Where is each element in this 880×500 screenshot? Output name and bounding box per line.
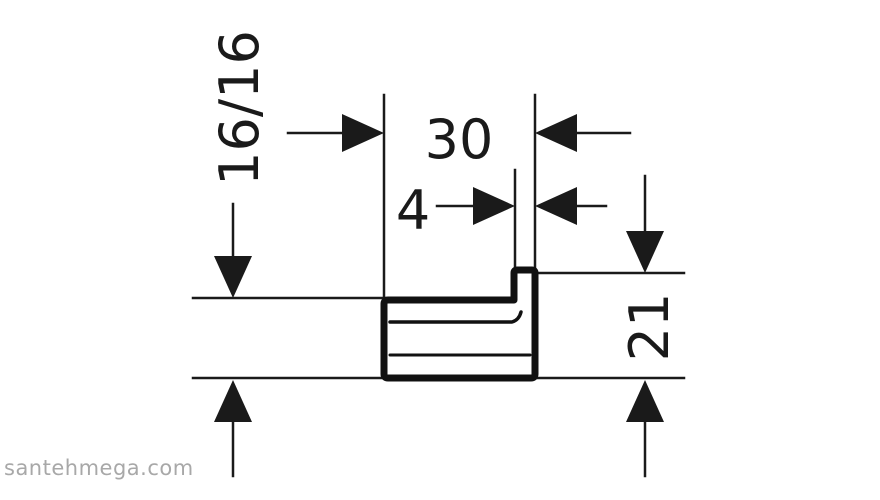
arrow-right-icon bbox=[473, 187, 515, 225]
arrow-left-icon bbox=[535, 114, 577, 152]
watermark-text: santehmega.com bbox=[4, 456, 194, 480]
part-profile bbox=[380, 266, 539, 382]
arrow-down-icon bbox=[214, 256, 252, 298]
part-outline bbox=[380, 266, 539, 382]
arrow-up-icon bbox=[626, 380, 664, 422]
width-total-label: 30 bbox=[425, 108, 494, 171]
arrow-up-icon bbox=[214, 380, 252, 422]
arrow-left-icon bbox=[535, 187, 577, 225]
arrow-down-icon bbox=[626, 231, 664, 273]
part-inner-line bbox=[388, 310, 523, 324]
height-range-label: 16/16 bbox=[208, 30, 271, 186]
arrow-right-icon bbox=[342, 114, 384, 152]
depth-label: 21 bbox=[618, 293, 681, 362]
lip-width-label: 4 bbox=[396, 179, 430, 242]
